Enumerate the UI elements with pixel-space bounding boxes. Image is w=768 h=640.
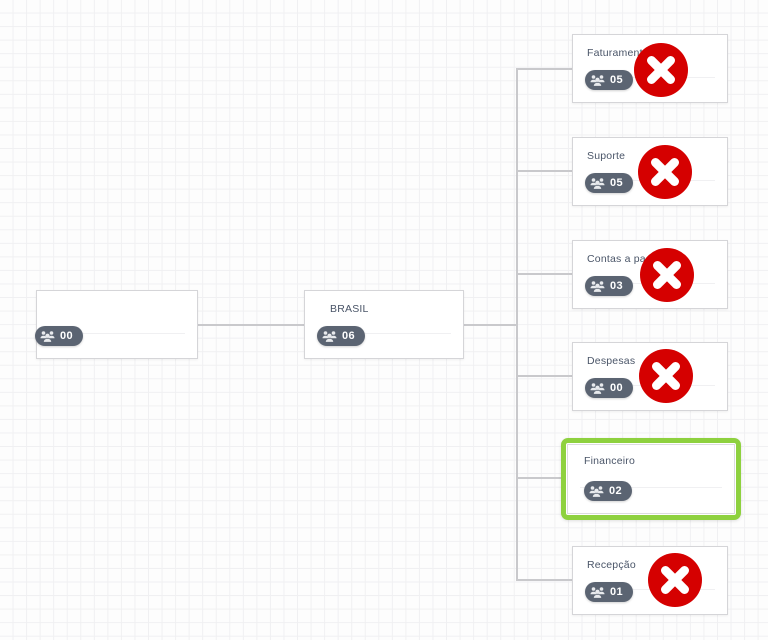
- people-group-icon: [322, 330, 337, 342]
- people-count-value: 05: [610, 73, 624, 86]
- org-node-title: Faturamento: [587, 47, 649, 59]
- delete-circle-x-icon: [638, 145, 692, 199]
- connector-trunk-to-recepcao: [516, 579, 574, 581]
- connector-trunk-to-despesas: [516, 375, 574, 377]
- delete-circle-x-icon: [639, 349, 693, 403]
- people-group-icon: [590, 177, 605, 189]
- delete-circle-x-icon: [640, 248, 694, 302]
- people-count-value: 03: [610, 279, 624, 292]
- people-count-badge[interactable]: 01: [585, 582, 634, 602]
- people-group-icon: [589, 485, 604, 497]
- people-count-badge[interactable]: 06: [317, 326, 366, 346]
- people-count-badge[interactable]: 02: [584, 481, 633, 501]
- people-group-icon: [590, 280, 605, 292]
- delete-node-button-recepcao[interactable]: [647, 552, 703, 608]
- delete-node-button-suporte[interactable]: [637, 144, 693, 200]
- people-count-badge[interactable]: 00: [585, 378, 634, 398]
- people-count-value: 00: [610, 381, 624, 394]
- people-count-badge[interactable]: 05: [585, 173, 634, 193]
- people-count-value: 05: [610, 176, 624, 189]
- node-inner-surface: [567, 444, 735, 514]
- connector-root-to-brasil: [197, 324, 305, 326]
- org-node-financeiro[interactable]: Financeiro 02: [561, 438, 741, 520]
- people-count-value: 00: [60, 329, 74, 342]
- people-count-value: 01: [610, 585, 624, 598]
- people-group-icon: [590, 382, 605, 394]
- connector-trunk-to-suporte: [516, 170, 574, 172]
- delete-node-button-despesas[interactable]: [638, 348, 694, 404]
- org-node-title: Despesas: [587, 355, 636, 367]
- people-group-icon: [590, 74, 605, 86]
- people-count-value: 02: [609, 484, 623, 497]
- node-divider: [580, 487, 722, 488]
- people-count-badge[interactable]: 05: [585, 70, 634, 90]
- delete-circle-x-icon: [634, 43, 688, 97]
- org-node-title: Contas a pagar: [587, 253, 662, 265]
- org-node-recepcao[interactable]: Recepção 01: [572, 546, 728, 615]
- people-group-icon: [590, 586, 605, 598]
- org-node-title: Suporte: [587, 150, 626, 162]
- node-divider: [49, 333, 185, 334]
- connector-trunk-to-faturamento: [516, 68, 574, 70]
- org-node-title: Financeiro: [584, 455, 636, 467]
- delete-node-button-contas-a-pagar[interactable]: [639, 247, 695, 303]
- org-node-root[interactable]: 00: [35, 290, 198, 359]
- people-count-value: 06: [342, 329, 356, 342]
- delete-node-button-faturamento[interactable]: [633, 42, 689, 98]
- connector-trunk-to-financeiro: [516, 477, 566, 479]
- org-node-title: BRASIL: [330, 303, 369, 315]
- people-count-badge[interactable]: 00: [35, 326, 84, 346]
- connector-trunk-to-contas-a-pagar: [516, 273, 574, 275]
- node-divider: [317, 333, 451, 334]
- connector-brasil-to-trunk: [463, 324, 518, 326]
- people-group-icon: [40, 330, 55, 342]
- people-count-badge[interactable]: 03: [585, 276, 634, 296]
- org-node-title: Recepção: [587, 559, 636, 571]
- delete-circle-x-icon: [648, 553, 702, 607]
- connector-trunk-vertical: [516, 68, 518, 580]
- org-node-brasil[interactable]: BRASIL 06: [304, 290, 464, 359]
